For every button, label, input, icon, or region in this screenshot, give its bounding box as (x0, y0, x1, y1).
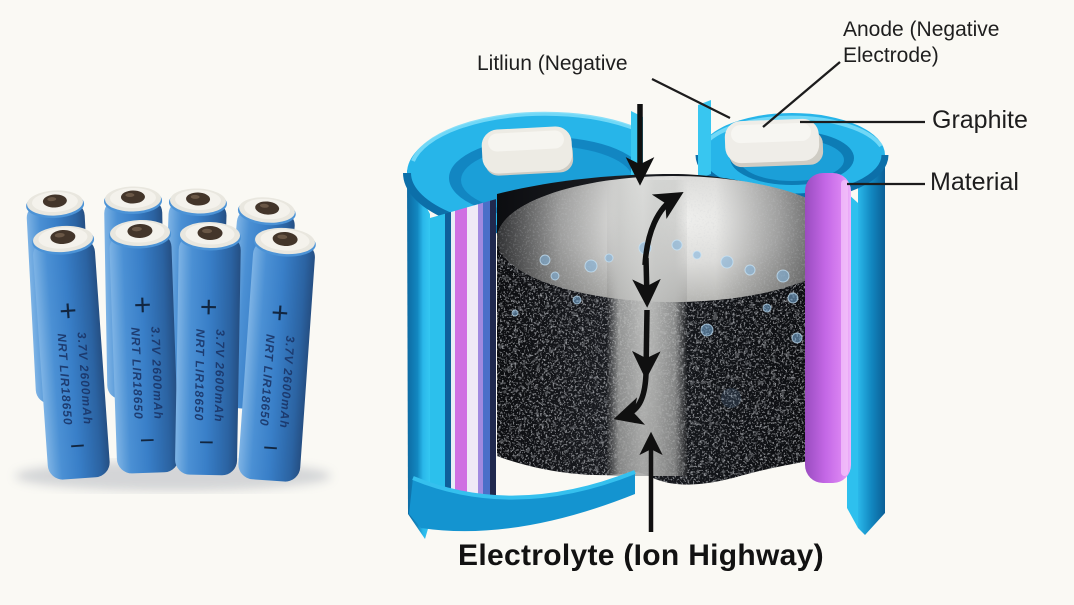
anode-tab-right (724, 118, 824, 168)
interior-core (497, 174, 849, 485)
plus-mark: + (200, 291, 218, 324)
battery-cell: + NRT LIR18650 3.7V 2600mAh − (238, 227, 316, 482)
battery-brand-text: NRT LIR18650 (192, 329, 208, 422)
outer-casing-right (847, 155, 885, 535)
anode-leader-line (762, 61, 841, 128)
battery-spec-text: 3.7V 2600mAh (277, 335, 297, 429)
anode-label-line1: Anode (Negative (843, 18, 1000, 41)
outer-casing-left (407, 170, 430, 539)
casing-base-left (409, 470, 636, 532)
ion-flow-arrows (613, 104, 684, 532)
graphite-label: Graphite (932, 106, 1028, 134)
material-label: Material (930, 168, 1019, 196)
cathode-layer (805, 173, 851, 483)
battery-spec-text: 3.7V 2600mAh (212, 329, 228, 423)
minus-mark: − (262, 432, 279, 463)
battery-spec-text: 3.7V 2600mAh (148, 326, 165, 420)
battery-terminal-button (42, 194, 67, 208)
cut-face-right (698, 100, 711, 179)
negative-leader-line (651, 77, 731, 120)
plus-mark: + (270, 296, 290, 330)
leader-lines (651, 61, 925, 186)
plus-mark: + (133, 289, 152, 323)
ion-flow-arrow (642, 192, 684, 266)
battery-spec-text: 3.7V 2600mAh (75, 331, 95, 425)
negative-terminal-label: Litliun (Negative (477, 52, 628, 75)
battery-cell: + NRT LIR18650 3.7V 2600mAh − (32, 225, 110, 480)
battery-cutaway-diagram (403, 61, 925, 539)
minus-mark: − (139, 425, 155, 456)
battery-terminal-button (50, 229, 76, 245)
ion-flow-arrow (632, 257, 661, 308)
ion-flow-arrow (613, 373, 649, 425)
electrode-stripes (430, 199, 496, 520)
anode-tab-left (481, 126, 574, 176)
battery-terminal-button (127, 223, 153, 239)
minus-mark: − (69, 430, 86, 461)
battery-photo: + NRT LIR18650 3.7V 2600mAh − + NRT LIR1… (15, 186, 331, 491)
electrolyte-label: Electrolyte (Ion Highway) (458, 539, 824, 572)
battery-cell: + NRT LIR18650 3.7V 2600mAh − (175, 221, 241, 476)
battery-brand-text: NRT LIR18650 (257, 334, 277, 427)
plus-mark: + (58, 294, 78, 328)
anode-label: Anode (Negative Electrode) (843, 17, 999, 69)
ion-flow-arrow (632, 309, 661, 380)
minus-mark: − (199, 427, 215, 457)
anode-label-line2: Electrode) (843, 44, 939, 67)
battery-cell: + NRT LIR18650 3.7V 2600mAh − (109, 219, 179, 474)
battery-brand-text: NRT LIR18650 (128, 327, 145, 420)
battery-brand-text: NRT LIR18650 (55, 333, 75, 426)
